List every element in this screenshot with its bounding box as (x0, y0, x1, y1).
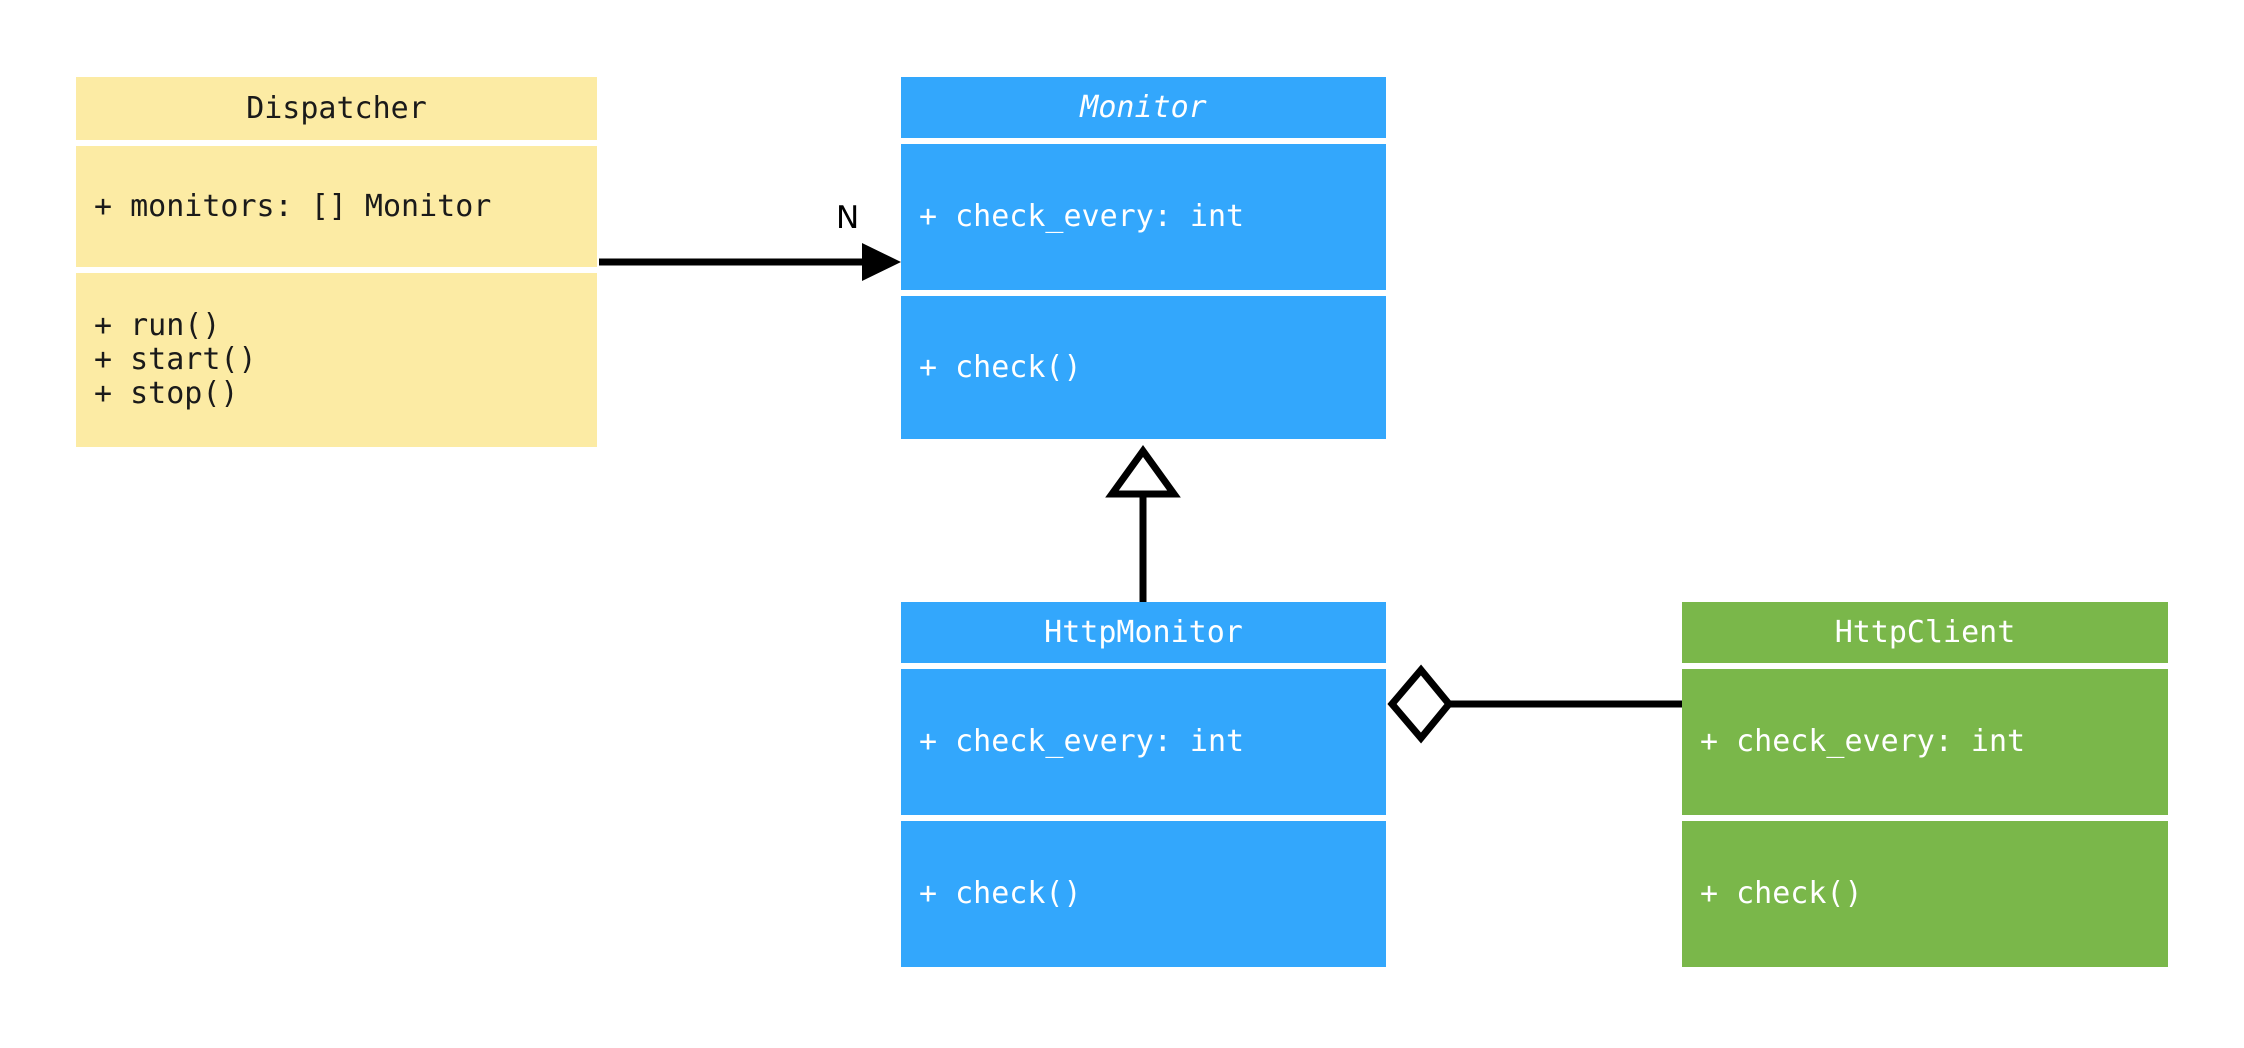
class-name-http-client: HttpClient (1834, 615, 2016, 650)
class-title-compartment: Monitor (901, 77, 1386, 138)
hollow-diamond-icon (1387, 664, 1454, 744)
class-attributes-compartment: + monitors: [] Monitor (76, 146, 597, 267)
class-box-dispatcher[interactable]: Dispatcher + monitors: [] Monitor + run(… (76, 77, 597, 447)
class-attributes-compartment: + check_every: int (901, 669, 1386, 815)
class-methods-compartment: + run() + start() + stop() (76, 273, 597, 447)
class-box-http-monitor[interactable]: HttpMonitor + check_every: int + check() (901, 602, 1386, 973)
attribute-row: + monitors: [] Monitor (94, 188, 492, 224)
filled-arrowhead-icon (862, 243, 901, 281)
class-box-http-client[interactable]: HttpClient + check_every: int + check() (1682, 602, 2168, 973)
method-row: + check() (1700, 876, 1863, 911)
attribute-row: + check_every: int (919, 199, 1245, 234)
method-row: + check() (919, 349, 1082, 385)
method-row: + check() (919, 876, 1082, 911)
aggregation-httpmonitor-httpclient (1387, 664, 1682, 744)
class-title-compartment: Dispatcher (76, 77, 597, 140)
association-multiplicity-label: N (836, 200, 860, 236)
generalization-httpmonitor-monitor (1105, 445, 1181, 602)
class-title-compartment: HttpClient (1682, 602, 2168, 663)
method-row: + stop() (94, 376, 239, 411)
method-row: + start() (94, 342, 257, 377)
hollow-triangle-icon (1105, 445, 1181, 498)
class-box-monitor[interactable]: Monitor + check_every: int + check() (901, 77, 1386, 445)
attribute-row: + check_every: int (1700, 724, 2026, 759)
class-attributes-compartment: + check_every: int (1682, 669, 2168, 815)
class-methods-compartment: + check() (901, 296, 1386, 439)
class-title-compartment: HttpMonitor (901, 602, 1386, 663)
association-dispatcher-monitor (599, 243, 901, 281)
method-row: + run() (94, 308, 221, 343)
class-name-http-monitor: HttpMonitor (1044, 615, 1243, 650)
attribute-row: + check_every: int (919, 724, 1245, 759)
class-name-monitor: Monitor (1080, 90, 1207, 125)
class-name-dispatcher: Dispatcher (246, 91, 427, 126)
class-attributes-compartment: + check_every: int (901, 144, 1386, 290)
class-methods-compartment: + check() (901, 821, 1386, 967)
class-methods-compartment: + check() (1682, 821, 2168, 967)
